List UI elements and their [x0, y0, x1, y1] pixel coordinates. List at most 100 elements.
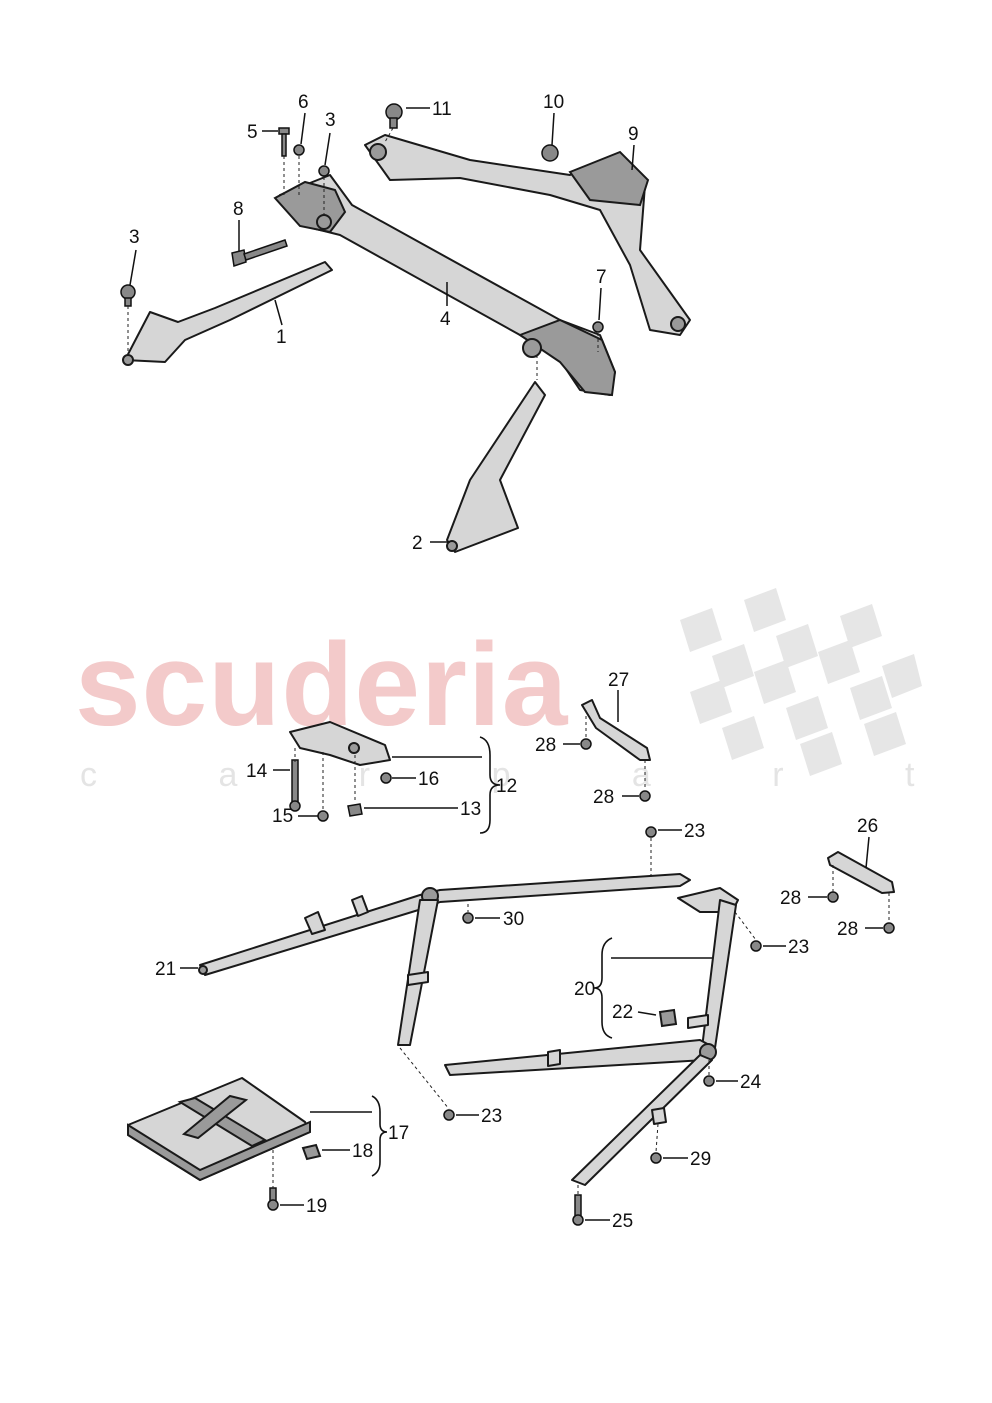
part-9-upper-plate — [568, 150, 650, 207]
callout-9: 9 — [628, 124, 639, 145]
part-4-mount-hole — [522, 338, 542, 358]
callout-25: 25 — [612, 1211, 633, 1232]
callout-22: 22 — [612, 1002, 633, 1023]
bolt-15 — [317, 810, 329, 822]
part-9-mount-hole — [670, 316, 686, 332]
brace-17 — [371, 1095, 388, 1177]
leader-6 — [300, 112, 306, 145]
callout-7: 7 — [596, 267, 607, 288]
part-21-tab — [304, 911, 326, 935]
bolt-3b — [120, 284, 136, 307]
bolt-28c — [827, 891, 839, 903]
leader-26 — [865, 836, 870, 869]
brace-12 — [479, 736, 501, 834]
bolt-11 — [385, 103, 403, 129]
dash-23c — [399, 1047, 450, 1110]
part-21-end-hole — [198, 965, 208, 975]
callout-12: 12 — [496, 776, 517, 797]
clip-18 — [301, 1143, 322, 1161]
callout-24: 24 — [740, 1072, 762, 1093]
leader-7 — [598, 287, 602, 321]
bolt-14 — [289, 759, 301, 812]
part-1-mount-hole — [122, 354, 134, 366]
strut-26-group: 26 28 28 — [780, 816, 895, 940]
watermark: scuderia c a r p a r t s — [75, 588, 992, 794]
bolt-28d — [883, 922, 895, 934]
bolt-6 — [293, 144, 305, 156]
part-20-clip-3 — [687, 1014, 709, 1029]
callout-3a: 3 — [325, 110, 336, 131]
bracket-assembly-12: 14 16 13 15 12 — [246, 721, 517, 834]
callout-17: 17 — [388, 1123, 409, 1144]
part-17-cross-rib — [177, 1096, 268, 1148]
bolt-23b — [750, 940, 762, 952]
callout-5: 5 — [247, 122, 258, 143]
brace-20 — [593, 937, 613, 1039]
part-20-diag — [571, 1054, 713, 1186]
bolt-28b — [639, 790, 651, 802]
callout-3b: 3 — [129, 227, 140, 248]
bolt-19 — [267, 1187, 279, 1211]
part-21-tab-2 — [351, 895, 369, 917]
callout-16: 16 — [418, 769, 439, 790]
plate-assembly-17: 17 18 19 — [127, 1077, 409, 1217]
leader-3b — [129, 249, 137, 286]
bolt-5 — [278, 127, 290, 157]
callout-26: 26 — [857, 816, 878, 837]
part-4-mount-hole-left — [316, 214, 332, 230]
callout-27: 27 — [608, 670, 629, 691]
strut-27-group: 27 28 28 — [535, 670, 651, 808]
checkered-flag-logo — [680, 588, 922, 776]
part-20-clip — [547, 1049, 561, 1067]
part-20-lower-bar — [444, 1039, 716, 1076]
callout-28b: 28 — [593, 787, 614, 808]
dash-29 — [655, 1123, 659, 1153]
bolt-29 — [650, 1152, 662, 1164]
bolt-28a — [580, 738, 592, 750]
bolt-30 — [462, 912, 474, 924]
bolt-7 — [592, 321, 604, 333]
callout-28a: 28 — [535, 735, 556, 756]
part-12-plate — [289, 721, 391, 766]
callout-23b: 23 — [788, 937, 809, 958]
part-27-strut — [581, 699, 651, 761]
part-1-left-strut — [124, 261, 333, 363]
callout-20: 20 — [574, 979, 595, 1000]
part-21-leg-clip — [407, 971, 429, 986]
callout-1: 1 — [276, 327, 287, 348]
bolt-3a — [318, 165, 330, 177]
upper-assembly: 5 6 3 8 3 1 4 7 11 10 9 2 — [120, 92, 691, 554]
bolt-24 — [703, 1075, 715, 1087]
part-2-lower-strut — [446, 381, 546, 553]
callout-4: 4 — [440, 309, 451, 330]
part-17-side — [127, 1120, 311, 1182]
part-4-left-bracket — [273, 180, 347, 234]
watermark-sub: c a r p a r t s — [80, 756, 992, 794]
bolt-16 — [380, 772, 392, 784]
part-2-mount-hole — [446, 540, 458, 552]
callout-11: 11 — [432, 99, 452, 120]
leader-22 — [637, 1011, 657, 1016]
leader-3a — [324, 132, 331, 166]
bolt-10 — [541, 144, 559, 162]
part-20-clip-2 — [651, 1107, 667, 1125]
callout-15: 15 — [272, 806, 293, 827]
callout-8: 8 — [233, 199, 244, 220]
callout-19: 19 — [306, 1196, 327, 1217]
part-12-hole — [348, 742, 360, 754]
callout-6: 6 — [298, 92, 309, 113]
leader-9 — [631, 144, 635, 171]
callout-13: 13 — [460, 799, 481, 820]
callout-30: 30 — [503, 909, 524, 930]
part-9-pivot — [369, 143, 387, 161]
dash-11 — [384, 127, 394, 143]
bolt-23a — [645, 826, 657, 838]
callout-21: 21 — [155, 959, 176, 980]
lower-frame: 21 23 30 23 20 22 24 23 29 25 — [155, 821, 809, 1232]
part-4-end-bracket — [517, 318, 617, 397]
clip-22 — [658, 1008, 678, 1028]
callout-18: 18 — [352, 1141, 373, 1162]
part-17-cross-rib-2 — [181, 1094, 249, 1140]
bolt-25 — [572, 1194, 584, 1226]
